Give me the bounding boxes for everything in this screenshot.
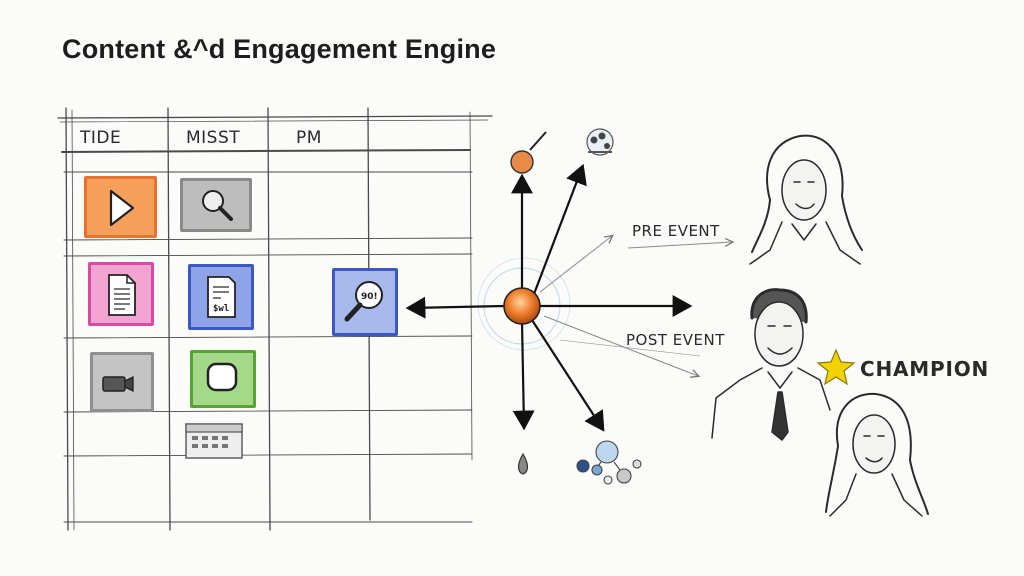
arrow-down-right xyxy=(530,318,605,432)
magnifier-icon: 90! xyxy=(344,281,383,322)
arrow-down xyxy=(512,320,535,431)
svg-text:$wl: $wl xyxy=(213,304,229,314)
column-header-3: PM xyxy=(296,128,322,148)
document-tile xyxy=(88,262,154,326)
report-tile: $wl xyxy=(188,264,254,330)
camera-icon xyxy=(102,375,134,393)
star-icon xyxy=(816,348,856,386)
pre-event-label: PRE EVENT xyxy=(632,222,720,240)
monitor-tile xyxy=(190,350,256,408)
portrait-attendee-pre-event xyxy=(749,134,863,265)
search-icon xyxy=(202,190,233,221)
monitor-icon xyxy=(206,362,238,392)
droplet-node xyxy=(517,452,529,475)
column-header-1: TIDE xyxy=(80,128,122,148)
diagram-title: Content &^d Engagement Engine xyxy=(62,34,497,64)
search-tile xyxy=(180,178,252,232)
svg-text:90!: 90! xyxy=(361,292,378,302)
post-event-label: POST EVENT xyxy=(626,331,725,349)
team-node xyxy=(586,128,614,156)
document-icon xyxy=(108,274,136,316)
report-icon: $wl xyxy=(207,276,236,318)
portrait-champion xyxy=(825,392,929,517)
hub-node xyxy=(503,287,541,325)
calendar-icon xyxy=(185,423,243,459)
arrow-up-right xyxy=(532,163,587,296)
calendar-tile xyxy=(182,420,246,462)
column-header-2: MISST xyxy=(186,128,241,148)
play-icon xyxy=(109,189,135,227)
bubble-cluster xyxy=(576,440,642,485)
camera-tile xyxy=(90,352,154,412)
magnifier-tile: 90! xyxy=(332,268,398,336)
video-tile xyxy=(84,176,157,238)
portrait-attendee-post-event xyxy=(711,288,831,441)
champion-label: CHAMPION xyxy=(860,357,990,381)
arrow-left xyxy=(405,296,506,319)
